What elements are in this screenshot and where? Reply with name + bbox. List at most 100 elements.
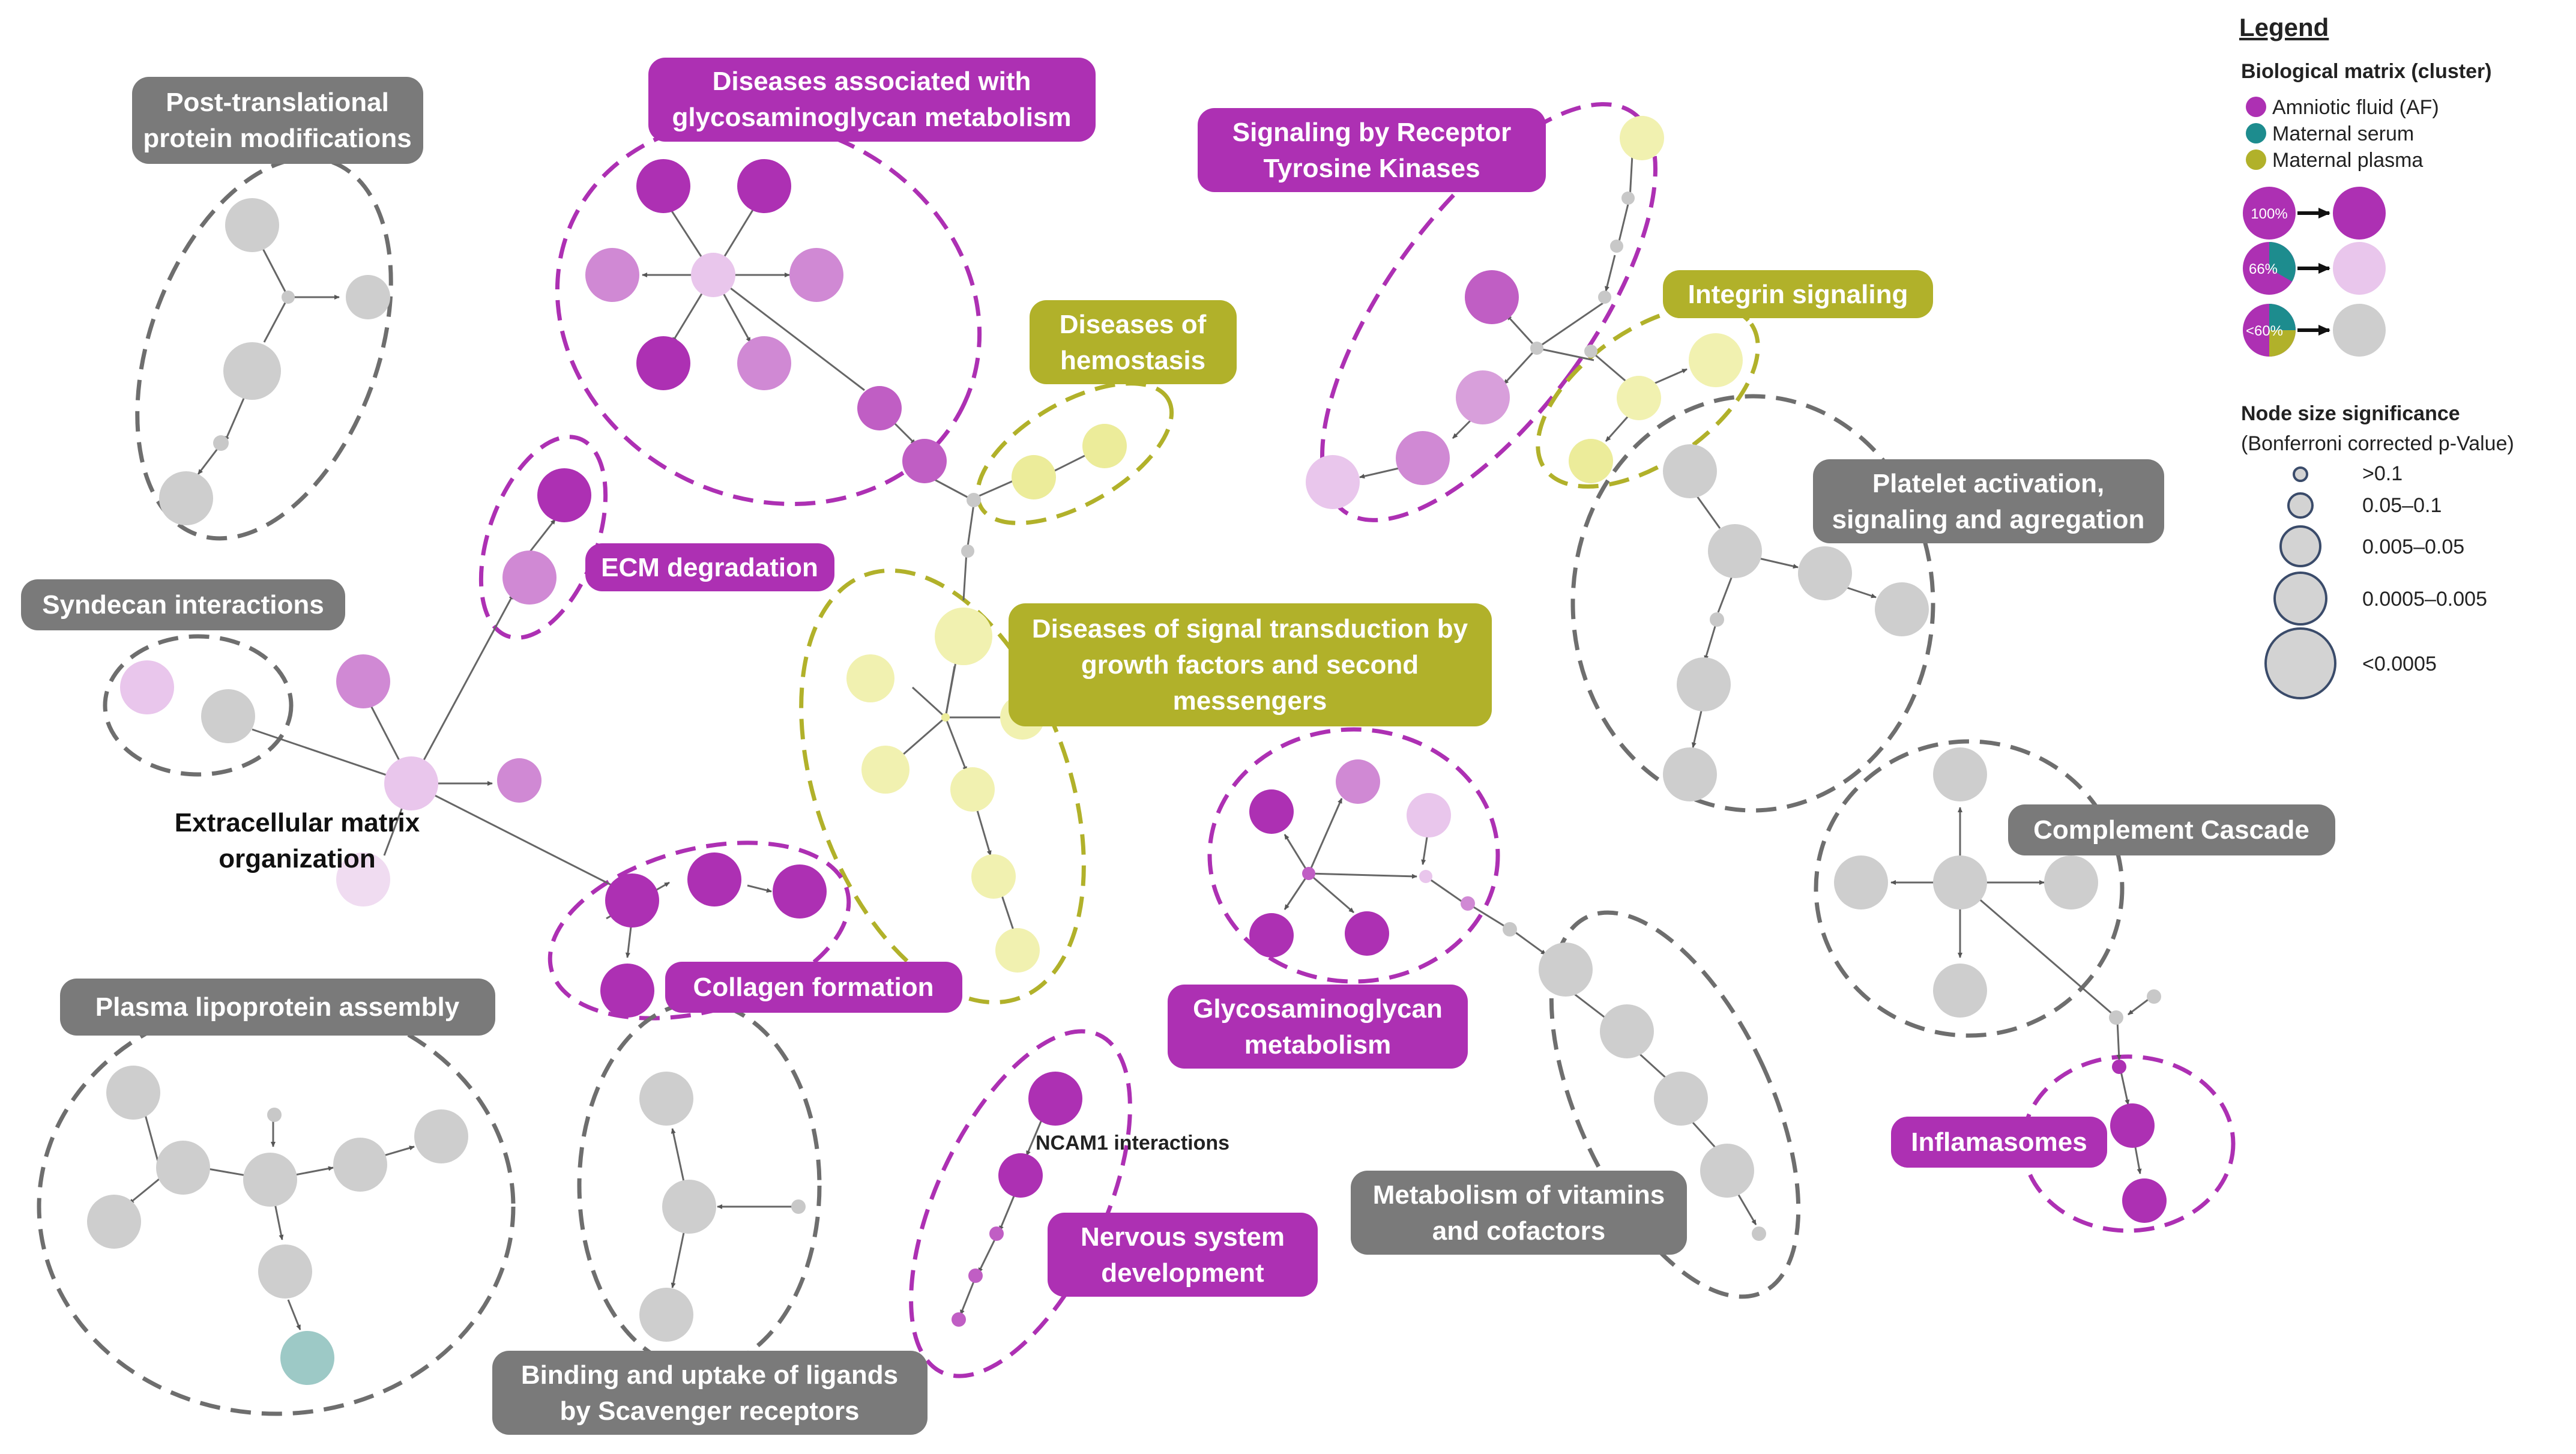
- node: [1689, 333, 1743, 387]
- cluster-outlines: [37, 102, 2236, 1416]
- node: [1933, 855, 1987, 910]
- node: [106, 1066, 160, 1120]
- svg-text:66%: 66%: [2249, 261, 2278, 277]
- node: [1082, 424, 1127, 468]
- svg-text:Glycosaminoglycan: Glycosaminoglycan: [1193, 994, 1443, 1024]
- svg-text:glycosaminoglycan metabolism: glycosaminoglycan metabolism: [672, 103, 1071, 132]
- legend-matrix-heading: Biological matrix (cluster): [2241, 60, 2492, 83]
- node: [639, 1072, 693, 1126]
- node: [1584, 345, 1597, 358]
- svg-text:Plasma lipoprotein assembly: Plasma lipoprotein assembly: [95, 992, 460, 1022]
- syndecan-cluster-outline: [103, 634, 294, 777]
- svg-text:development: development: [1101, 1258, 1264, 1288]
- node: [502, 551, 557, 605]
- svg-text:signaling and agregation: signaling and agregation: [1832, 505, 2145, 534]
- node: [225, 198, 279, 252]
- node: [2112, 1060, 2126, 1074]
- node: [1710, 612, 1724, 627]
- node: [961, 544, 974, 558]
- label-post-translational: Post-translational protein modifications: [132, 77, 423, 164]
- label-ecm-degradation: ECM degradation: [585, 543, 834, 591]
- label-ecm-organization: Extracellular matrix organization: [175, 808, 420, 873]
- node: [1598, 291, 1611, 304]
- node: [537, 468, 591, 522]
- node: [497, 758, 541, 803]
- svg-text:Collagen formation: Collagen formation: [693, 973, 934, 1002]
- post-translational-cluster-outline: [135, 155, 393, 541]
- hemostasis-cluster-outline: [975, 381, 1174, 525]
- node: [605, 873, 659, 928]
- integrin-cluster-outline: [1536, 304, 1760, 489]
- node: [282, 291, 295, 304]
- label-integrin: Integrin signaling: [1663, 270, 1933, 318]
- node: [1539, 943, 1593, 997]
- svg-text:Extracellular matrix: Extracellular matrix: [175, 808, 420, 837]
- node: [737, 336, 791, 390]
- node: [156, 1141, 210, 1195]
- legend-matrix-plasma: Maternal plasma: [2272, 149, 2423, 172]
- svg-text:by Scavenger receptors: by Scavenger receptors: [560, 1396, 860, 1426]
- node: [789, 248, 843, 302]
- svg-text:Inflamasomes: Inflamasomes: [1911, 1127, 2087, 1157]
- svg-text:Signaling by Receptor: Signaling by Receptor: [1232, 118, 1512, 147]
- node: [1752, 1226, 1766, 1241]
- plasma-swatch: [2246, 149, 2266, 170]
- node: [280, 1331, 334, 1385]
- node: [1933, 964, 1987, 1018]
- node: [1600, 1004, 1654, 1058]
- svg-text:and cofactors: and cofactors: [1432, 1216, 1606, 1246]
- node: [243, 1153, 297, 1207]
- label-inflamasomes: Inflamasomes: [1891, 1117, 2107, 1168]
- label-signal-transduction: Diseases of signal transduction by growt…: [1009, 603, 1492, 726]
- svg-text:ECM degradation: ECM degradation: [601, 553, 818, 582]
- node: [414, 1109, 468, 1163]
- node: [1456, 370, 1510, 424]
- node: [968, 1268, 983, 1283]
- inflamasomes-cluster-outline: [2021, 1054, 2236, 1233]
- gag-metabolism-cluster-outline: [1207, 727, 1500, 984]
- node: [1028, 1072, 1082, 1126]
- node: [861, 746, 909, 794]
- node: [1834, 855, 1888, 910]
- node: [1663, 444, 1717, 498]
- gag-diseases-cluster-outline: [555, 118, 982, 507]
- size-swatch-4: [2273, 572, 2327, 626]
- label-collagen: Collagen formation: [665, 962, 962, 1013]
- node: [2044, 855, 2098, 910]
- svg-text:Tyrosine Kinases: Tyrosine Kinases: [1263, 154, 1480, 183]
- svg-text:messengers: messengers: [1173, 686, 1327, 716]
- node: [2109, 1010, 2123, 1025]
- legend-pct-66: 66%: [2243, 242, 2386, 295]
- node: [120, 660, 174, 714]
- svg-text:Diseases of: Diseases of: [1060, 310, 1207, 339]
- svg-text:Syndecan interactions: Syndecan interactions: [42, 590, 324, 620]
- node: [2110, 1103, 2155, 1148]
- nervous-cluster-outline: [909, 1029, 1132, 1378]
- label-platelet: Platelet activation, signaling and agreg…: [1813, 459, 2164, 543]
- node: [1249, 789, 1294, 834]
- legend-size-2: 0.05–0.1: [2362, 494, 2442, 517]
- node: [687, 852, 741, 906]
- label-gag-diseases: Diseases associated with glycosaminoglyc…: [648, 58, 1096, 142]
- node: [773, 864, 827, 919]
- node: [213, 435, 229, 451]
- ecm-degradation-cluster-outline: [478, 435, 608, 640]
- node: [1677, 657, 1731, 711]
- node: [267, 1108, 282, 1122]
- node: [971, 854, 1016, 899]
- vitamins-cluster-outline: [1549, 910, 1801, 1299]
- size-swatch-2: [2287, 492, 2314, 519]
- svg-text:Diseases associated with: Diseases associated with: [713, 67, 1031, 96]
- node: [1569, 439, 1613, 483]
- node: [952, 1312, 966, 1327]
- label-complement: Complement Cascade: [2008, 804, 2335, 855]
- af-swatch: [2246, 97, 2266, 117]
- legend-title: Legend: [2239, 13, 2329, 41]
- node: [941, 713, 950, 722]
- legend-size-1: >0.1: [2362, 462, 2403, 485]
- svg-text:Diseases of signal transductio: Diseases of signal transduction by: [1032, 614, 1468, 644]
- node: [1461, 896, 1475, 911]
- node: [87, 1195, 141, 1249]
- label-gag-metabolism: Glycosaminoglycan metabolism: [1168, 985, 1468, 1069]
- node: [662, 1180, 716, 1234]
